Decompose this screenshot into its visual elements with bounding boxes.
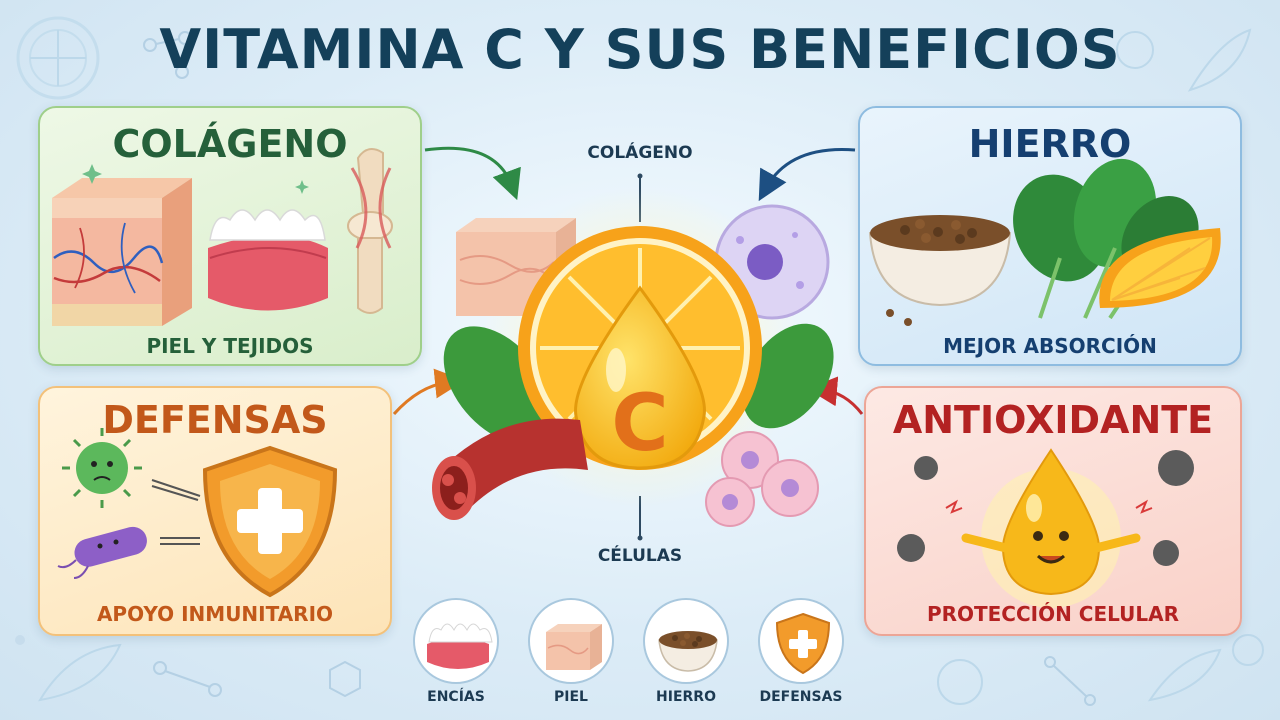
bottom-item-defensas: DEFENSAS bbox=[756, 598, 846, 705]
vitamin-c-drop-icon bbox=[574, 285, 706, 470]
gums-icon bbox=[413, 598, 499, 684]
card-defensas-title: DEFENSAS bbox=[102, 398, 328, 442]
card-colageno: COLÁGENO PIEL Y TEJIDOS bbox=[38, 106, 422, 366]
bacteria-icon bbox=[57, 526, 147, 579]
bottom-label-encias: ENCÍAS bbox=[427, 689, 485, 705]
shield-icon bbox=[758, 598, 844, 684]
free-radical-icon bbox=[897, 450, 1194, 566]
card-defensas: DEFENSAS APOYO INMUNITARIO bbox=[38, 386, 392, 636]
knee-joint-icon bbox=[347, 148, 393, 314]
lentils-bowl-icon bbox=[643, 598, 729, 684]
card-colageno-caption: PIEL Y TEJIDOS bbox=[146, 334, 314, 358]
collagen-illustration bbox=[52, 148, 393, 326]
virus-icon bbox=[62, 428, 142, 508]
antioxidant-illustration bbox=[897, 448, 1194, 608]
center-bottom-label: CÉLULAS bbox=[597, 546, 683, 566]
card-hierro: HIERRO MEJOR ABSORCIÓN bbox=[858, 106, 1242, 366]
iron-illustration bbox=[868, 158, 1221, 326]
bottom-label-hierro: HIERRO bbox=[656, 689, 716, 705]
center-top-label: COLÁGENO bbox=[587, 143, 693, 163]
blood-vessel-icon bbox=[432, 418, 588, 520]
skin-block-icon bbox=[52, 178, 192, 326]
bottom-item-encias: ENCÍAS bbox=[411, 598, 501, 705]
card-defensas-caption: APOYO INMUNITARIO bbox=[96, 602, 334, 626]
card-antioxidante-title: ANTIOXIDANTE bbox=[892, 398, 1214, 442]
card-hierro-caption: MEJOR ABSORCIÓN bbox=[943, 334, 1157, 358]
central-illustration: C bbox=[432, 188, 834, 527]
lentils-bowl-icon bbox=[868, 215, 1012, 326]
shield-icon bbox=[202, 445, 338, 598]
gums-teeth-icon bbox=[208, 209, 328, 311]
orange-slice-icon bbox=[1099, 228, 1221, 308]
bottom-label-piel: PIEL bbox=[554, 689, 588, 705]
card-hierro-title: HIERRO bbox=[968, 122, 1132, 166]
vitamin-c-letter: C bbox=[611, 379, 668, 469]
cell-cluster-icon bbox=[705, 431, 819, 527]
card-antioxidante: ANTIOXIDANTE PROTECCIÓN CELULAR bbox=[864, 386, 1242, 636]
bottom-item-piel: PIEL bbox=[526, 598, 616, 705]
immune-illustration bbox=[57, 428, 338, 598]
skin-icon bbox=[528, 598, 614, 684]
vitamin-drop-character-icon bbox=[961, 448, 1141, 596]
bottom-item-hierro: HIERRO bbox=[641, 598, 731, 705]
bottom-label-defensas: DEFENSAS bbox=[759, 689, 843, 705]
page-title: VITAMINA C Y SUS BENEFICIOS bbox=[159, 18, 1121, 81]
card-antioxidante-caption: PROTECCIÓN CELULAR bbox=[926, 602, 1180, 626]
card-colageno-title: COLÁGENO bbox=[112, 122, 348, 166]
